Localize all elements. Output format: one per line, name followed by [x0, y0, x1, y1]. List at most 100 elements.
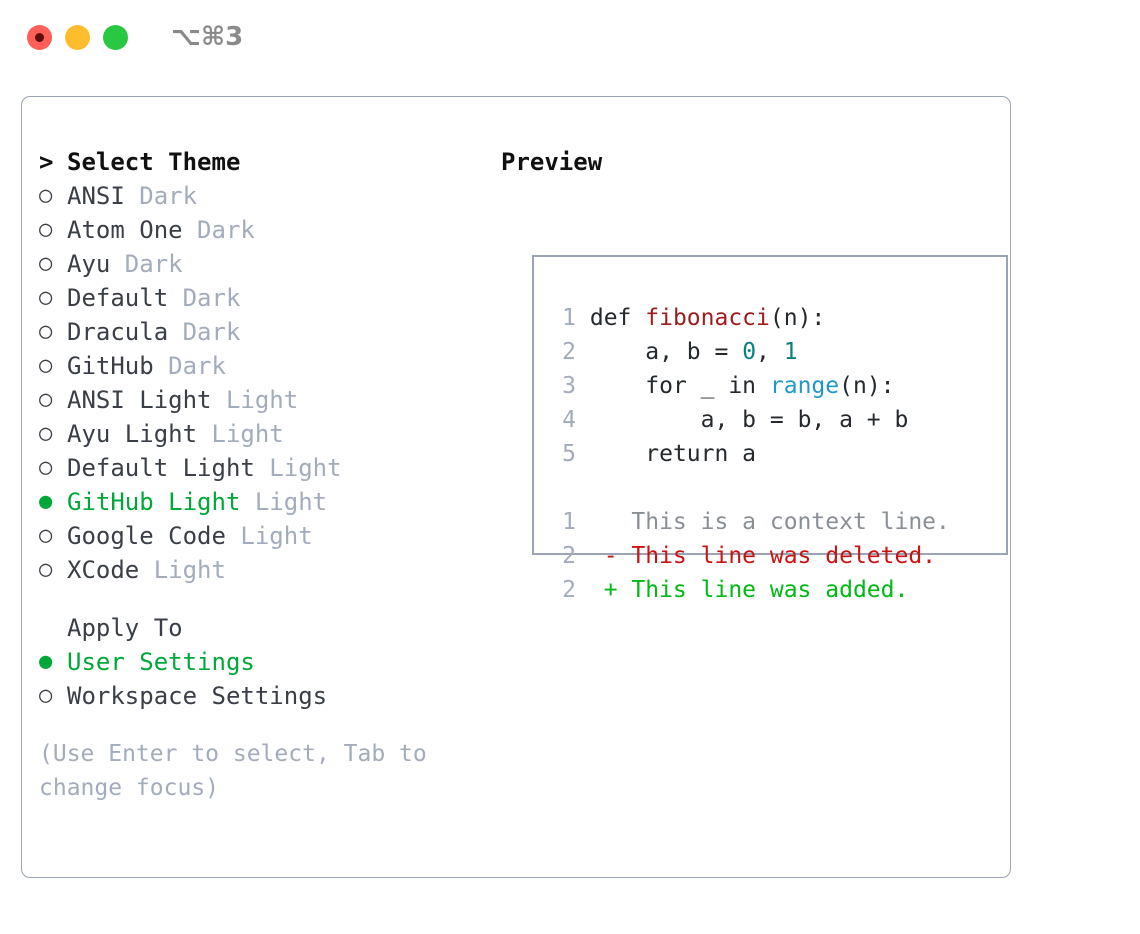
- radio-unselected-icon: ○: [39, 523, 53, 548]
- apply-to-option[interactable]: ○ Workspace Settings: [39, 679, 499, 713]
- theme-list-item[interactable]: ○ Dracula Dark: [39, 315, 499, 349]
- code-token: a, b =: [589, 339, 743, 365]
- theme-name: Google Code: [67, 522, 226, 550]
- radio-unselected-icon: ○: [39, 421, 53, 446]
- theme-list-item[interactable]: ○ Default Dark: [39, 281, 499, 315]
- diff-marker: -: [576, 543, 632, 569]
- code-token: range: [769, 373, 840, 399]
- code-token: a, b = b, a + b: [589, 407, 909, 433]
- radio-selected-icon: ●: [39, 489, 53, 514]
- theme-variant-badge: Light: [240, 488, 328, 516]
- theme-selector-dialog: > Select Theme ○ANSI Dark○Atom One Dark○…: [21, 96, 1011, 878]
- diff-text: This line was added.: [631, 577, 909, 603]
- theme-list-panel: > Select Theme ○ANSI Dark○Atom One Dark○…: [39, 145, 499, 805]
- code-token: for _ in: [589, 373, 770, 399]
- apply-to-option[interactable]: ● User Settings: [39, 645, 499, 679]
- theme-variant-badge: Dark: [182, 216, 255, 244]
- diff-sample: 1 This is a context line. 2 - This line w…: [552, 505, 1006, 607]
- theme-list: ○ANSI Dark○Atom One Dark○Ayu Dark○Defaul…: [39, 179, 499, 587]
- radio-unselected-icon: ○: [39, 319, 53, 344]
- code-token: def: [589, 305, 646, 331]
- theme-variant-badge: Light: [225, 522, 313, 550]
- line-number: 2: [562, 577, 576, 603]
- theme-list-item[interactable]: ○ANSI Dark: [39, 179, 499, 213]
- code-token: ,: [756, 339, 784, 365]
- radio-unselected-icon: ○: [39, 683, 53, 708]
- page-title: Select Theme: [67, 148, 241, 176]
- theme-name: ANSI: [67, 182, 125, 210]
- line-number: 1: [562, 509, 576, 535]
- theme-name: XCode: [67, 556, 140, 584]
- theme-name: ANSI Light: [67, 386, 212, 414]
- theme-variant-badge: Dark: [110, 250, 183, 278]
- preview-title: Preview: [501, 148, 603, 176]
- code-line: 3 for _ in range(n):: [552, 369, 1006, 403]
- line-number: 1: [562, 305, 576, 331]
- radio-selected-icon: ●: [39, 649, 53, 674]
- code-token: 0: [742, 339, 757, 365]
- apply-to-option-label: Workspace Settings: [67, 682, 328, 710]
- theme-name: Default: [67, 284, 169, 312]
- code-token: fibonacci: [645, 305, 770, 331]
- code-line: 4 a, b = b, a + b: [552, 403, 1006, 437]
- radio-unselected-icon: ○: [39, 285, 53, 310]
- theme-list-item[interactable]: ○Ayu Light Light: [39, 417, 499, 451]
- title-bar: ⌥⌘3: [0, 0, 1140, 78]
- code-line: 2 a, b = 0, 1: [552, 335, 1006, 369]
- radio-unselected-icon: ○: [39, 183, 53, 208]
- theme-name: Ayu Light: [67, 420, 198, 448]
- theme-variant-badge: Light: [211, 386, 299, 414]
- theme-name: Ayu: [67, 250, 111, 278]
- code-token: (n):: [769, 305, 826, 331]
- line-number: 3: [562, 373, 576, 399]
- line-number: 4: [562, 407, 576, 433]
- theme-variant-badge: Dark: [168, 318, 241, 346]
- keyboard-shortcut-label: ⌥⌘3: [171, 22, 244, 52]
- close-button[interactable]: [27, 25, 52, 50]
- theme-name: Atom One: [67, 216, 183, 244]
- diff-line: 2 - This line was deleted.: [552, 539, 1006, 573]
- radio-unselected-icon: ○: [39, 353, 53, 378]
- apply-to-list: ● User Settings ○ Workspace Settings: [39, 645, 499, 713]
- diff-line: 2 + This line was added.: [552, 573, 1006, 607]
- apply-to-heading: Apply To: [39, 611, 499, 645]
- line-number: 2: [562, 543, 576, 569]
- theme-list-item[interactable]: ● GitHub Light Light: [39, 485, 499, 519]
- code-token: (n):: [839, 373, 895, 399]
- theme-list-item[interactable]: ○ Ayu Dark: [39, 247, 499, 281]
- code-blank-line: [552, 471, 1006, 505]
- code-line: 1 def fibonacci(n):: [552, 301, 1006, 335]
- diff-text: This line was deleted.: [631, 543, 937, 569]
- apply-to-option-label: User Settings: [67, 648, 255, 676]
- radio-unselected-icon: ○: [39, 557, 53, 582]
- theme-name: Default Light: [67, 454, 255, 482]
- theme-list-item[interactable]: ○ Default Light Light: [39, 451, 499, 485]
- theme-variant-badge: Light: [254, 454, 342, 482]
- theme-name: GitHub: [67, 352, 154, 380]
- window-controls: [27, 25, 128, 50]
- minimize-button[interactable]: [65, 25, 90, 50]
- diff-text: This is a context line.: [631, 509, 950, 535]
- theme-list-item[interactable]: ○ XCode Light: [39, 553, 499, 587]
- theme-variant-badge: Light: [139, 556, 226, 584]
- diff-marker: +: [576, 577, 632, 603]
- radio-unselected-icon: ○: [39, 251, 53, 276]
- code-token: 1: [783, 339, 798, 365]
- theme-list-item[interactable]: ○ Google Code Light: [39, 519, 499, 553]
- radio-unselected-icon: ○: [39, 455, 53, 480]
- apply-to-label: Apply To: [67, 614, 183, 642]
- line-number: 5: [562, 441, 576, 467]
- theme-name: Dracula: [67, 318, 169, 346]
- theme-list-item[interactable]: ○Atom One Dark: [39, 213, 499, 247]
- maximize-button[interactable]: [103, 25, 128, 50]
- theme-list-item[interactable]: ○ANSI Light Light: [39, 383, 499, 417]
- line-number: 2: [562, 339, 576, 365]
- theme-variant-badge: Dark: [168, 284, 241, 312]
- theme-name: GitHub Light: [67, 488, 241, 516]
- theme-variant-badge: Dark: [153, 352, 226, 380]
- diff-marker: [576, 509, 631, 535]
- theme-list-item[interactable]: ○ GitHub Dark: [39, 349, 499, 383]
